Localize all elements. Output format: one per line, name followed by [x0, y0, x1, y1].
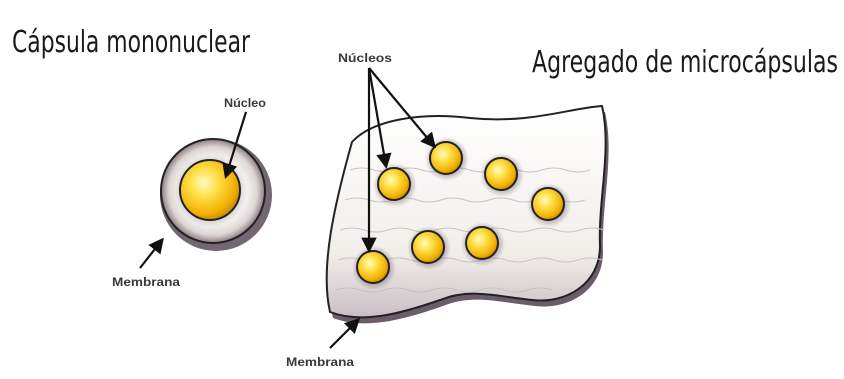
mononuclear-capsule [160, 139, 272, 251]
right-title: Agregado de microcápsulas [532, 45, 838, 80]
arrow-membrana-right [330, 320, 358, 348]
label-nucleo: Núcleo [224, 96, 266, 110]
core [480, 153, 524, 197]
arrow-membrana-left [140, 240, 162, 268]
left-title: Cápsula mononuclear [12, 25, 250, 60]
label-membrana-right: Membrana [286, 355, 354, 369]
core [352, 246, 396, 290]
core [461, 222, 505, 266]
core [407, 226, 451, 270]
core [373, 163, 417, 207]
core [527, 183, 571, 227]
capsule-core [180, 160, 240, 220]
label-nucleos: Núcleos [338, 51, 392, 65]
label-membrana-left: Membrana [112, 275, 180, 289]
